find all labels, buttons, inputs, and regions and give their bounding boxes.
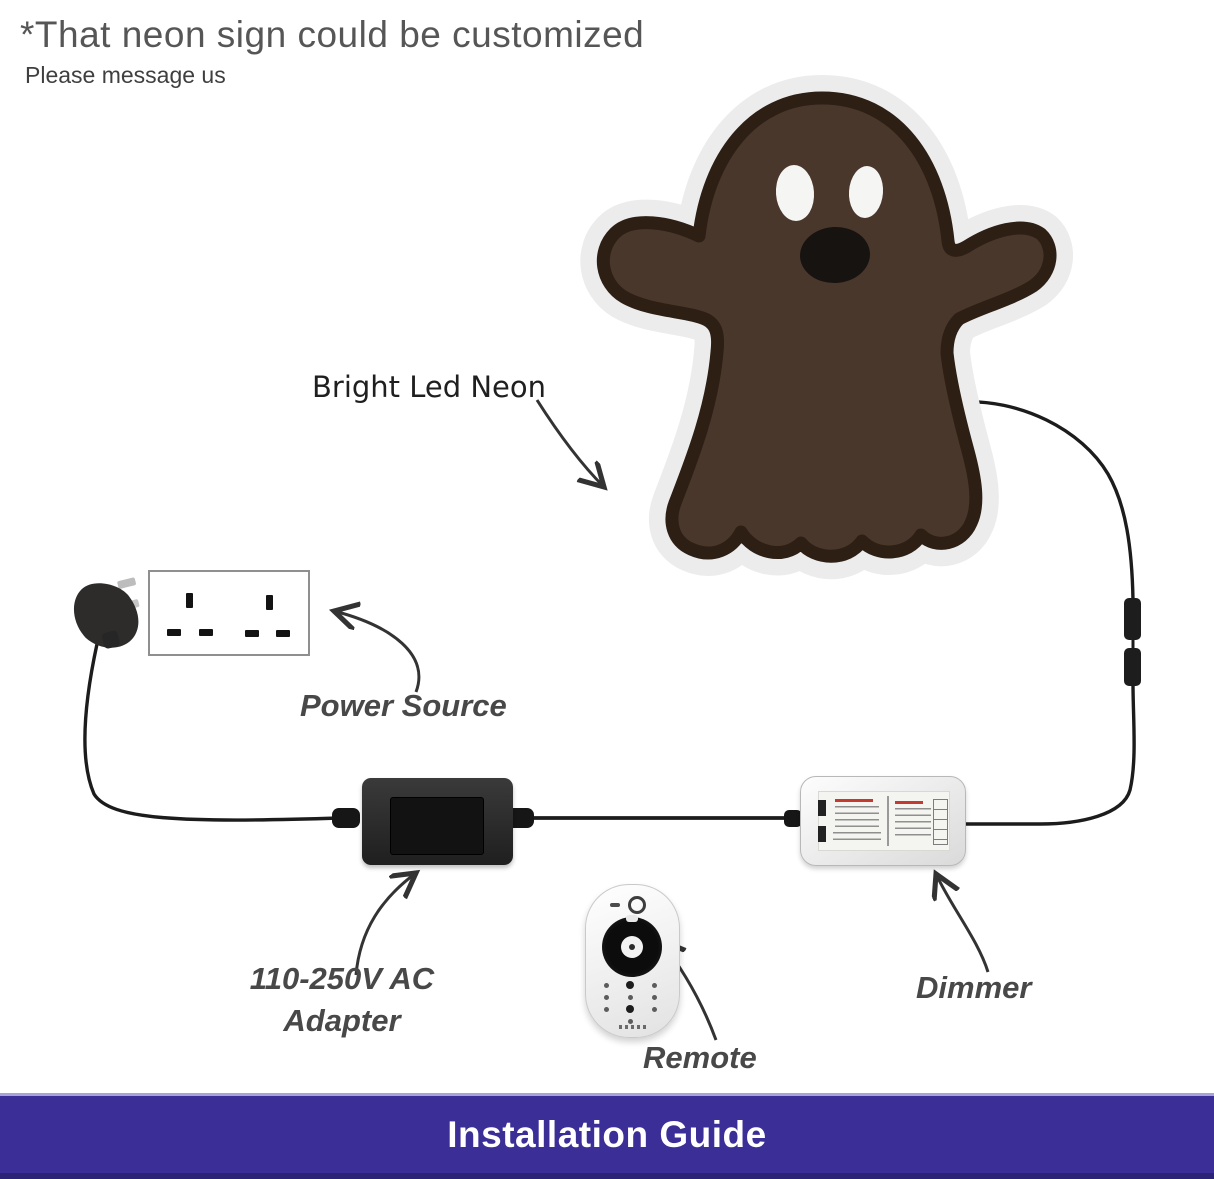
adapter-label: 110-250V AC Adapter bbox=[230, 958, 454, 1042]
remote-bottom-text bbox=[619, 1025, 646, 1029]
remote-minus-button-icon bbox=[610, 903, 620, 907]
installation-guide-banner: Installation Guide bbox=[0, 1093, 1214, 1179]
socket-slot bbox=[186, 593, 193, 608]
strain-relief-icon bbox=[332, 808, 802, 828]
wire-connector-icon bbox=[1124, 648, 1141, 686]
banner-title: Installation Guide bbox=[447, 1113, 767, 1155]
ghost-neon-sign bbox=[580, 75, 1073, 580]
power-source-arrow bbox=[334, 611, 421, 693]
socket-slot bbox=[245, 630, 259, 637]
socket-slot bbox=[276, 630, 290, 637]
ghost-left-eye bbox=[775, 165, 815, 221]
uk-plug-icon bbox=[74, 577, 140, 649]
dimmer-box bbox=[800, 776, 966, 866]
socket-slot bbox=[266, 595, 273, 610]
power-source-label: Power Source bbox=[300, 688, 507, 723]
plug-to-adapter-wire bbox=[83, 643, 341, 822]
neon-label: Bright Led Neon bbox=[312, 370, 547, 404]
dimmer-spec-label bbox=[818, 791, 950, 851]
remote-power-button-icon bbox=[628, 896, 646, 914]
adapter-label-line2: Adapter bbox=[283, 1003, 401, 1038]
page-title: *That neon sign could be customized bbox=[20, 14, 645, 55]
dimmer-arrow bbox=[936, 874, 990, 973]
ac-adapter bbox=[362, 778, 513, 865]
page-subtitle: Please message us bbox=[25, 62, 226, 88]
remote-buttons bbox=[586, 981, 679, 1025]
ghost-right-eye bbox=[848, 166, 884, 218]
wire-connector-icon bbox=[1124, 598, 1141, 640]
adapter-arrow bbox=[354, 873, 416, 976]
neon-to-dimmer-wire bbox=[957, 399, 1141, 826]
neon-arrow bbox=[535, 399, 604, 487]
remote-touch-wheel bbox=[602, 915, 662, 977]
dimmer-spec-table bbox=[933, 799, 948, 845]
socket-slot bbox=[199, 629, 213, 636]
ghost-mouth bbox=[800, 226, 870, 284]
socket-slot bbox=[167, 629, 181, 636]
power-outlet bbox=[148, 570, 310, 656]
adapter-label-window bbox=[390, 797, 484, 855]
dimmer-label: Dimmer bbox=[916, 970, 1032, 1005]
adapter-label-line1: 110-250V AC bbox=[249, 961, 435, 996]
remote-control bbox=[585, 884, 680, 1038]
ghost-body bbox=[596, 91, 1057, 563]
remote-label: Remote bbox=[643, 1040, 757, 1075]
